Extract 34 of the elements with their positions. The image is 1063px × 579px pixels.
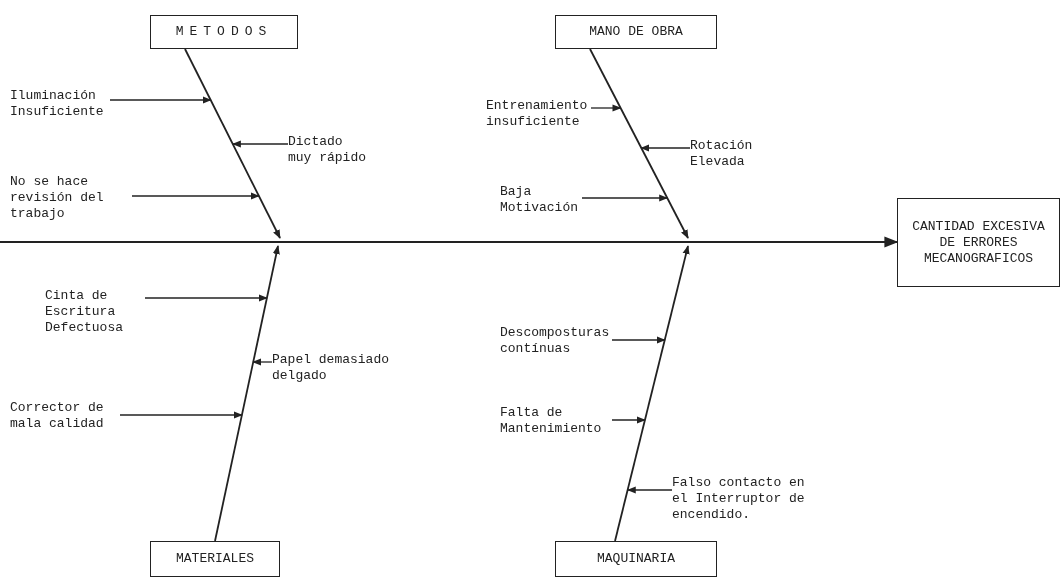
cause-text: Papel demasiado delgado [272,352,402,388]
cause-arrow [626,486,673,494]
cause-arrow [119,411,243,419]
bone-arrow [614,245,690,542]
cause-text: Descomposturas contínuas [500,325,612,361]
cause-text: Falso contacto en el Interruptor de encendido. [672,475,808,529]
cause-text: Cinta de Escritura Defectuosa [45,288,145,342]
cause-arrow [611,416,646,424]
cause-text: Dictado muy rápido [288,134,370,170]
cause-text: Rotación Elevada [690,138,770,174]
cause-arrow [109,96,212,104]
cause-arrow [581,194,669,202]
spine-arrow [0,236,899,248]
cause-arrow [252,358,273,366]
cause-text: Baja Motivación [500,184,582,220]
cause-arrow [144,294,268,302]
cause-arrow [590,104,622,112]
cause-text: Entrenamiento insuficiente [486,98,591,134]
bone-arrow [589,48,689,239]
category-box: MAQUINARIA [555,541,717,577]
category-box: METODOS [150,15,298,49]
cause-arrow [131,192,260,200]
cause-arrow [611,336,666,344]
cause-text: Falta de Mantenimiento [500,405,612,441]
bone-arrow [214,245,280,542]
effect-box: CANTIDAD EXCESIVA DE ERRORES MECANOGRAFICOS [897,198,1060,287]
cause-arrow [640,144,691,152]
cause-text: No se hace revisión del trabajo [10,174,132,224]
cause-arrow [231,140,289,148]
cause-text: Iluminación Insuficiente [10,88,110,124]
bone-arrow [184,48,281,239]
cause-text: Corrector de mala calidad [10,400,120,436]
category-box: MANO DE OBRA [555,15,717,49]
category-box: MATERIALES [150,541,280,577]
